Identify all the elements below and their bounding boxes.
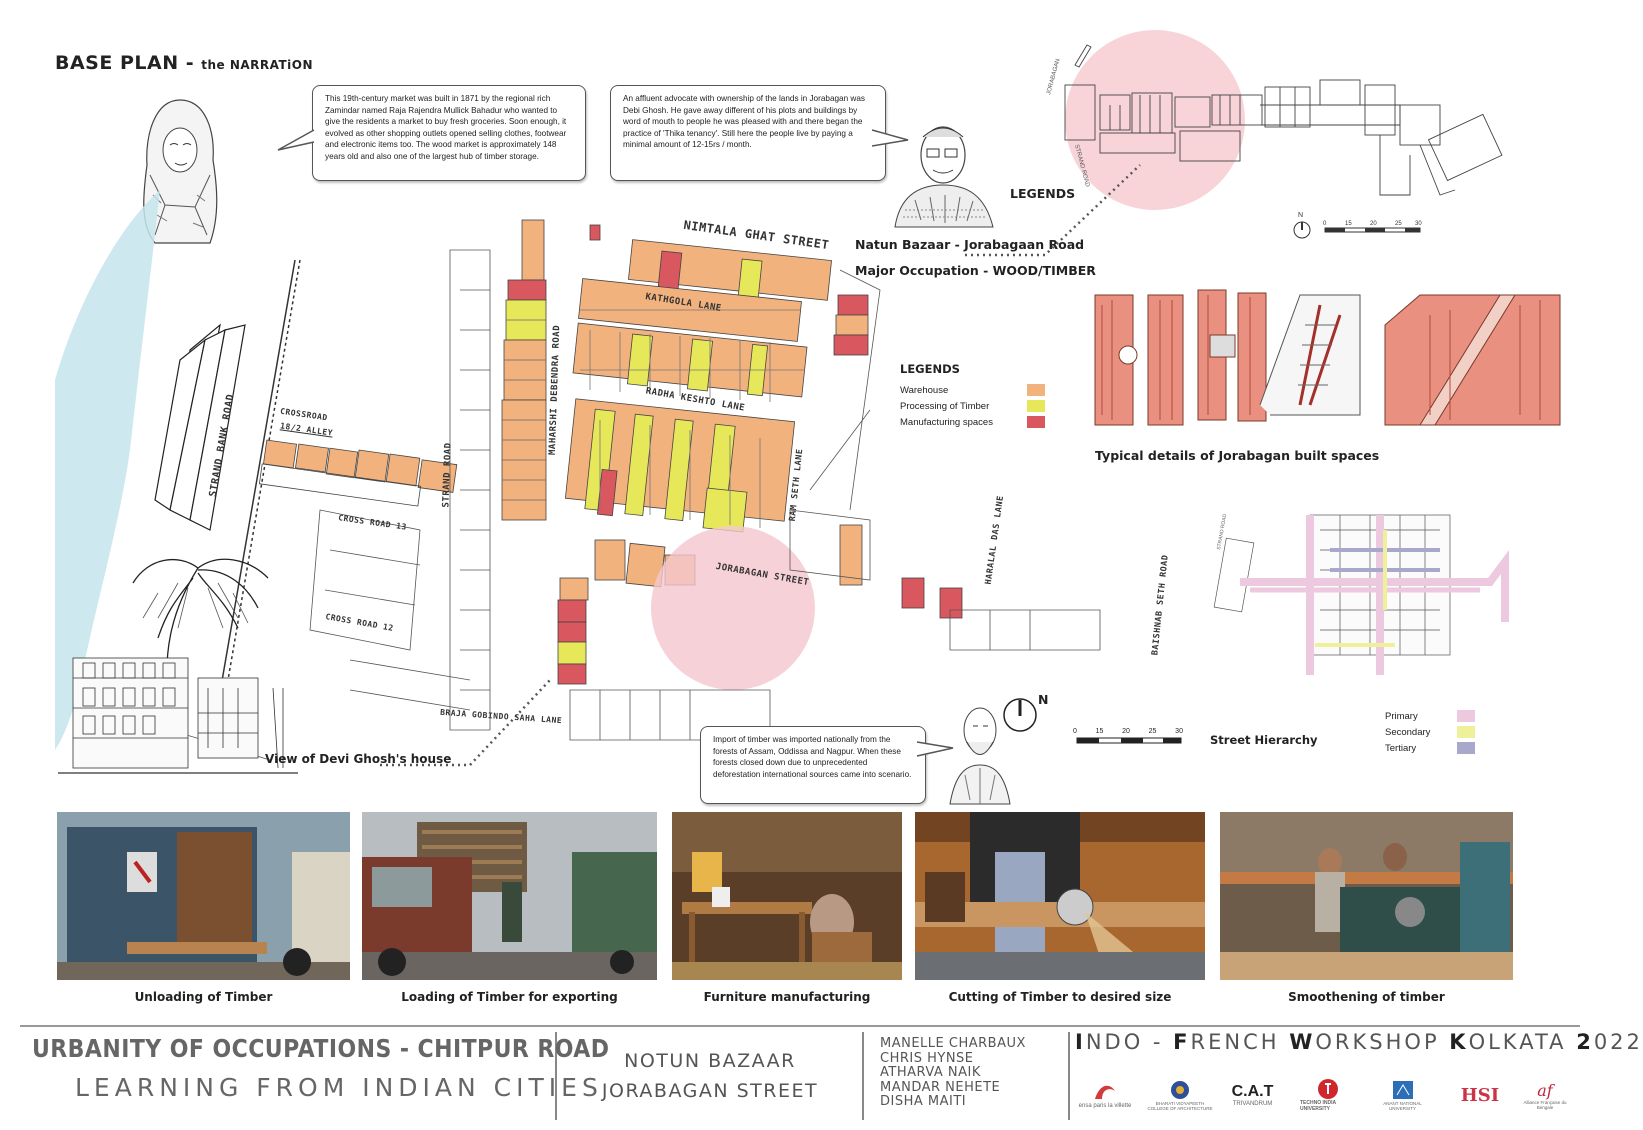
- footer-title-line2: LEARNING FROM INDIAN CITIES: [75, 1073, 603, 1102]
- street-hierarchy-map: STRAND ROAD: [1213, 513, 1509, 675]
- key-map-north: N: [1298, 212, 1303, 219]
- techno-india-logo-icon: [1317, 1079, 1338, 1099]
- bubble-text: This 19th-century market was built in 18…: [325, 94, 567, 161]
- location-label: Natun Bazaar - Jorabagaan Road: [855, 237, 1085, 252]
- logo-ensa-paris: ensa paris la villette: [1075, 1075, 1135, 1115]
- photo-caption: Furniture manufacturing: [703, 990, 871, 1004]
- occupation-label: Major Occupation - WOOD/TIMBER: [855, 263, 1096, 278]
- footer-separator: [555, 1032, 557, 1120]
- bharati-logo-icon: [1171, 1081, 1189, 1099]
- author-name: ATHARVA NAIK: [880, 1065, 981, 1080]
- legend-swatch: [1457, 742, 1475, 754]
- street-label-baishnab: BAISHNAB SETH ROAD: [1150, 554, 1171, 656]
- key-map-leader-line: [965, 164, 1141, 257]
- photo-illustration: [362, 812, 657, 980]
- photo-caption: Unloading of Timber: [134, 990, 273, 1004]
- narration-bubble-debi-ghosh: An affluent advocate with ownership of t…: [610, 85, 886, 181]
- anant-logo-icon: [1392, 1081, 1413, 1099]
- logo-anant-university: ANANT NATIONAL UNIVERSITY: [1370, 1075, 1435, 1115]
- bubble-tail: [916, 741, 954, 757]
- footer-site-line2: JORABAGAN STREET: [601, 1080, 819, 1102]
- base-plan-map: [154, 219, 1101, 767]
- main-scale-bar: [1076, 737, 1182, 744]
- river-hooghly: [55, 190, 160, 750]
- photo-unloading-timber: [57, 812, 350, 980]
- hierarchy-legend: Primary Secondary Tertiary: [1385, 708, 1475, 756]
- logo-bharati-vidyapeeth: BHARATI VIDYAPEETH COLLEGE OF ARCHITECTU…: [1145, 1075, 1215, 1115]
- ensa-logo-icon: [1095, 1085, 1115, 1099]
- title-text: BASE PLAN -: [55, 52, 195, 74]
- author-name: MANDAR NEHETE: [880, 1079, 1001, 1095]
- scale-tick: 25: [1395, 221, 1402, 227]
- photo-loading-timber: [362, 812, 657, 980]
- scale-tick: 15: [1345, 221, 1352, 227]
- legend-swatch: [1457, 710, 1475, 722]
- built-space-details: [1094, 289, 1561, 426]
- author-name: MANELLE CHARBAUX: [880, 1036, 1026, 1051]
- logo-alliance-francaise: af Alliance Française du Bengale: [1523, 1080, 1567, 1110]
- legend-swatch: [1457, 726, 1475, 738]
- highlight-circle: [1065, 30, 1245, 210]
- key-map: JORABAGAN STRAND ROAD N 0 15 20 25 30: [1046, 30, 1503, 239]
- bubble-text: Import of timber was imported nationally…: [713, 735, 912, 779]
- main-scale-ticks: 0 15 20 25 30: [1073, 728, 1183, 735]
- legend-swatch: [1027, 384, 1045, 396]
- hierarchy-item-tertiary: Tertiary: [1385, 740, 1475, 756]
- photo-caption: Loading of Timber for exporting: [401, 990, 618, 1004]
- scale-tick: 20: [1370, 221, 1377, 227]
- hierarchy-item-secondary: Secondary: [1385, 724, 1475, 740]
- footer-divider: [20, 1025, 1580, 1027]
- street-label-haralal: HARALAL DAS LANE: [983, 494, 1007, 586]
- photo-smoothening-timber: [1220, 812, 1513, 980]
- footer-authors: MANELLE CHARBAUX CHRIS HYNSE ATHARVA NAI…: [880, 1036, 1026, 1110]
- photo-illustration: [57, 812, 350, 980]
- author-name: DISHA MAITI: [880, 1094, 967, 1109]
- footer-separator: [1068, 1032, 1070, 1120]
- details-caption: Typical details of Jorabagan built space…: [1095, 448, 1380, 463]
- photo-caption: Smoothening of timber: [1288, 990, 1445, 1004]
- devi-ghosh-house-sketch: [58, 558, 298, 774]
- legend-swatch: [1027, 400, 1045, 412]
- logo-cat-trivandrum: C.A.T TRIVANDRUM: [1231, 1083, 1274, 1107]
- photo-illustration: [915, 812, 1205, 980]
- map-legend: LEGENDS Warehouse Processing of Timber M…: [900, 362, 1045, 430]
- bubble-text: An affluent advocate with ownership of t…: [623, 94, 865, 149]
- svg-text:JORABAGAN: JORABAGAN: [1046, 58, 1061, 95]
- workshop-title: INDO - FRENCH WORKSHOP KOLKATA 2022: [1075, 1030, 1643, 1054]
- hierarchy-title: Street Hierarchy: [1210, 733, 1318, 747]
- legend-title: LEGENDS: [900, 362, 960, 376]
- footer-site-line1: NOTUN BAZAAR: [624, 1050, 796, 1072]
- key-map-legends-label: LEGENDS: [1010, 186, 1076, 201]
- scale-tick: 0: [1323, 221, 1327, 227]
- legend-item-manufacturing: Manufacturing spaces: [900, 414, 1045, 430]
- legend-item-warehouse: Warehouse: [900, 382, 1045, 398]
- footer-separator: [862, 1032, 864, 1120]
- scale-tick: 30: [1415, 221, 1422, 227]
- photo-furniture-manufacturing: [672, 812, 902, 980]
- legend-item-processing: Processing of Timber: [900, 398, 1045, 414]
- title-subtitle: the NARRATiON: [201, 58, 314, 72]
- logo-techno-india: TECHNO INDIA UNIVERSITY: [1300, 1075, 1355, 1115]
- legend-swatch: [1027, 416, 1045, 428]
- photo-illustration: [1220, 812, 1513, 980]
- svg-text:STRAND ROAD: STRAND ROAD: [1216, 513, 1228, 550]
- narration-bubble-zamindar: This 19th-century market was built in 18…: [312, 85, 586, 181]
- bubble-tail: [871, 129, 909, 147]
- old-man-sketch-illustration: [949, 707, 1011, 805]
- photo-caption: Cutting of Timber to desired size: [948, 990, 1172, 1004]
- hierarchy-item-primary: Primary: [1385, 708, 1475, 724]
- narration-bubble-import: Import of timber was imported nationally…: [700, 726, 926, 804]
- author-name: CHRIS HYNSE: [880, 1050, 974, 1066]
- view-label: View of Devi Ghosh's house: [265, 752, 452, 766]
- photo-illustration: [672, 812, 902, 980]
- page-title: BASE PLAN - the NARRATiON: [55, 52, 313, 74]
- bubble-tail: [277, 129, 315, 151]
- man-sketch-illustration: [894, 126, 994, 228]
- logo-hsi: HSI: [1460, 1084, 1500, 1106]
- main-north-label: N: [1038, 692, 1049, 707]
- highlight-circle: [651, 526, 815, 690]
- photo-cutting-timber: [915, 812, 1205, 980]
- footer-title-line1: URBANITY OF OCCUPATIONS - CHITPUR ROAD: [32, 1034, 610, 1063]
